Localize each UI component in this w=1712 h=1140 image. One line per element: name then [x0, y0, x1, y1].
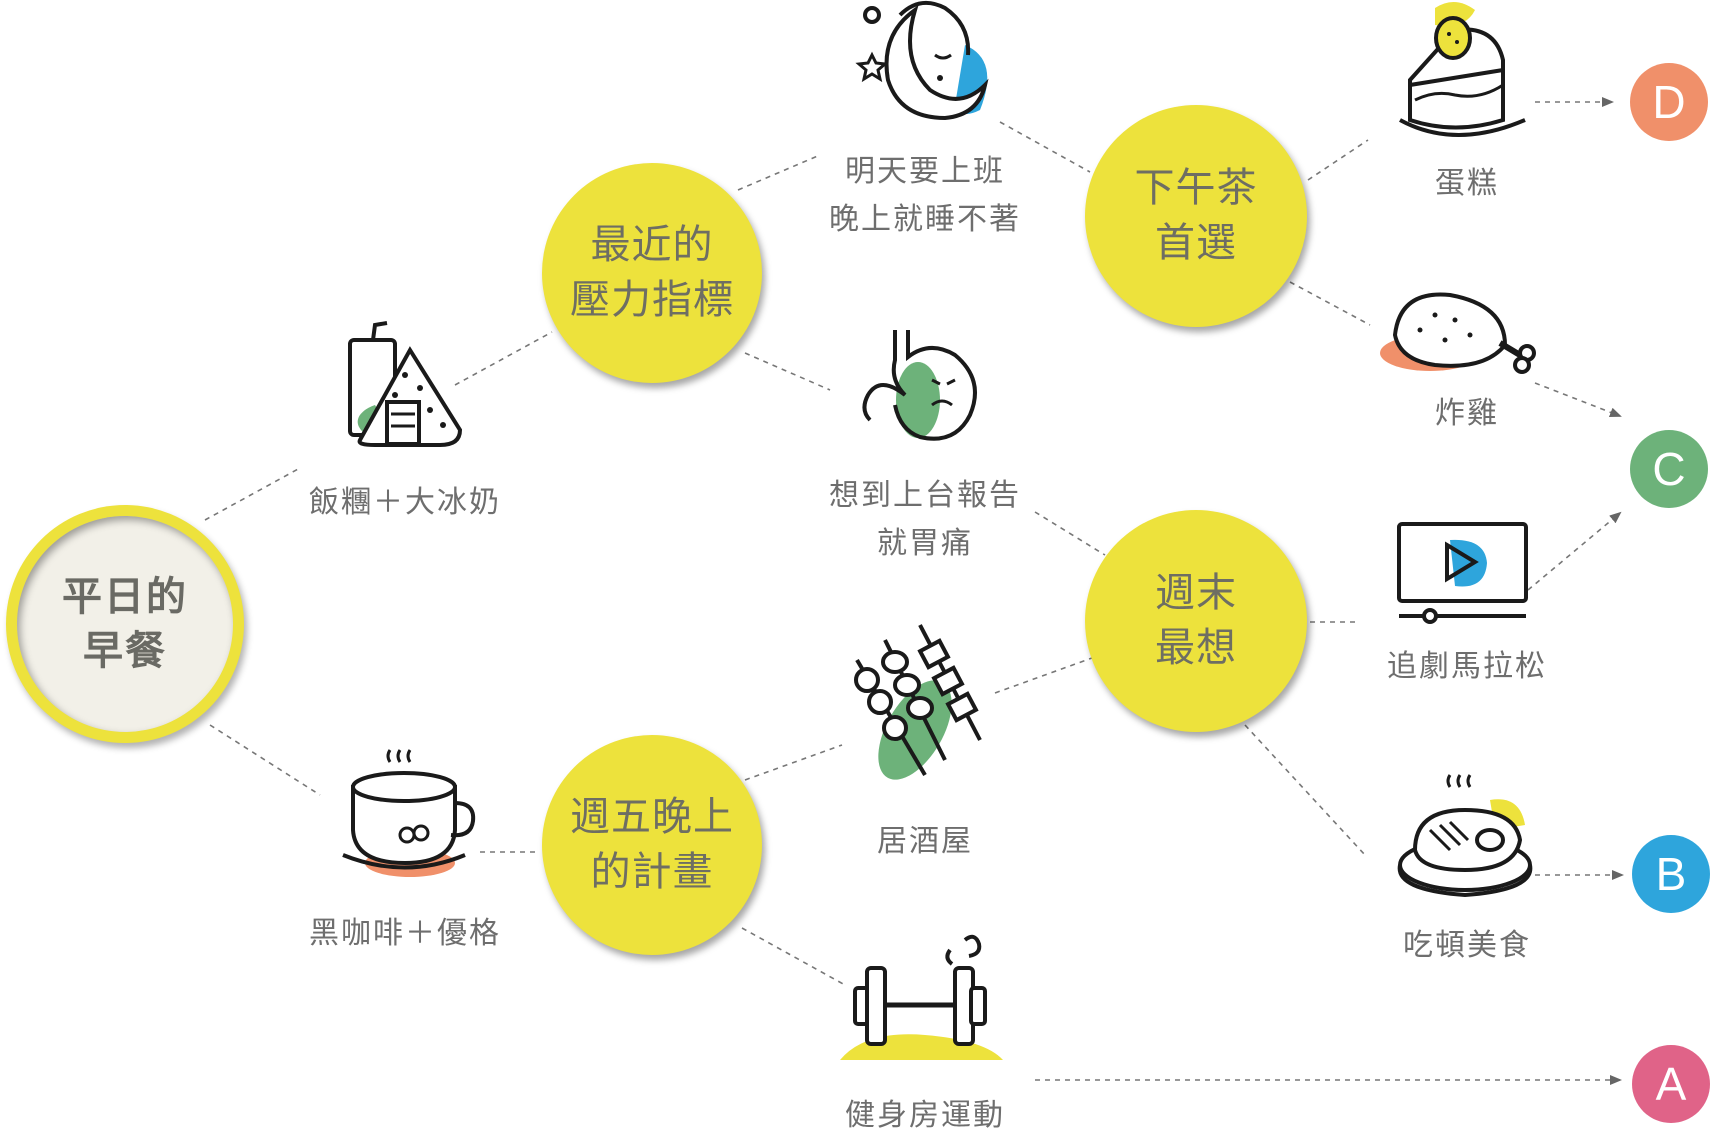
question-stress-line1: 最近的 [590, 221, 714, 268]
result-d-letter: D [1652, 76, 1686, 128]
connector-stress-stomach [744, 352, 831, 391]
rice-ball-milk-icon [348, 321, 463, 447]
root-question-line2: 早餐 [83, 627, 167, 674]
question-weekend-line1: 週末 [1155, 569, 1237, 616]
option-gym-label: 健身房運動 [845, 1092, 1005, 1140]
fried-chicken-icon [1380, 292, 1536, 374]
option-chicken-text: 炸雞 [1435, 396, 1499, 431]
question-weekend-line2: 最想 [1155, 625, 1237, 671]
result-c: C [1630, 430, 1708, 508]
question-tea: 下午茶 首選 [1085, 105, 1307, 327]
root-question-text: 平日的 早餐 [17, 516, 233, 732]
option-coffee-label: 黑咖啡＋優格 [309, 910, 501, 958]
connector-riceball-stress [454, 331, 553, 386]
connector-tea-cake [1307, 139, 1369, 181]
arrow-drama-to-c [1527, 511, 1622, 591]
option-insomnia-label: 明天要上班 晚上就睡不著 [829, 148, 1021, 244]
option-gym-text: 健身房運動 [845, 1098, 1005, 1133]
connector-root-coffee [209, 724, 321, 796]
steak-plate-icon [1397, 774, 1533, 898]
result-b: B [1632, 835, 1710, 913]
option-coffee-text: 黑咖啡＋優格 [309, 916, 501, 951]
dumbbell-icon [840, 934, 1003, 1060]
connector-weekend-feast [1244, 724, 1366, 856]
option-stomach-line1: 想到上台報告 [829, 478, 1021, 513]
sleeping-moon-icon [855, 0, 989, 121]
tv-play-icon [1397, 522, 1528, 624]
connector-friday-gym [741, 927, 846, 986]
option-cake-label: 蛋糕 [1435, 160, 1499, 208]
question-friday-line1: 週五晚上 [570, 793, 734, 840]
result-b-letter: B [1655, 848, 1687, 900]
question-weekend: 週末 最想 [1085, 510, 1307, 732]
option-riceball-text: 飯糰＋大冰奶 [309, 485, 501, 520]
option-drama-text: 追劇馬拉松 [1387, 649, 1547, 684]
option-insomnia-line2: 晚上就睡不著 [829, 202, 1021, 237]
option-stomach-label: 想到上台報告 就胃痛 [829, 472, 1021, 568]
result-a-letter: A [1655, 1058, 1687, 1110]
question-tea-line1: 下午茶 [1134, 164, 1258, 211]
connector-root-riceball [204, 467, 301, 521]
root-question-line1: 平日的 [62, 573, 188, 620]
connector-friday-izakaya [744, 744, 843, 781]
cake-icon [1399, 1, 1526, 137]
option-izakaya-label: 居酒屋 [877, 818, 973, 866]
option-izakaya-text: 居酒屋 [877, 824, 973, 859]
coffee-cup-icon [342, 749, 476, 877]
option-drama-label: 追劇馬拉松 [1387, 643, 1547, 691]
stomach-ache-icon [862, 330, 977, 441]
question-stress-line2: 壓力指標 [570, 277, 734, 323]
question-tea-line2: 首選 [1155, 220, 1237, 266]
connector-tea-chicken [1289, 281, 1371, 326]
connector-stress-insomnia [737, 154, 821, 191]
option-chicken-label: 炸雞 [1435, 390, 1499, 438]
option-riceball-label: 飯糰＋大冰奶 [309, 479, 501, 527]
option-cake-text: 蛋糕 [1435, 166, 1499, 201]
connector-izakaya-weekend [994, 657, 1093, 694]
connector-stomach-weekend [1034, 511, 1106, 556]
option-insomnia-line1: 明天要上班 [845, 154, 1005, 189]
result-d: D [1630, 63, 1708, 141]
option-feast-label: 吃頓美食 [1403, 922, 1531, 970]
option-stomach-line2: 就胃痛 [877, 526, 973, 561]
result-a: A [1632, 1045, 1710, 1123]
option-feast-text: 吃頓美食 [1403, 928, 1531, 963]
result-c-letter: C [1652, 443, 1686, 495]
question-friday: 週五晚上 的計畫 [542, 735, 762, 955]
connector-insomnia-tea [999, 121, 1091, 173]
root-question-circle: 平日的 早餐 [6, 505, 244, 743]
question-stress: 最近的 壓力指標 [542, 163, 762, 383]
skewers-icon [854, 624, 982, 780]
question-friday-line2: 的計畫 [590, 849, 714, 895]
